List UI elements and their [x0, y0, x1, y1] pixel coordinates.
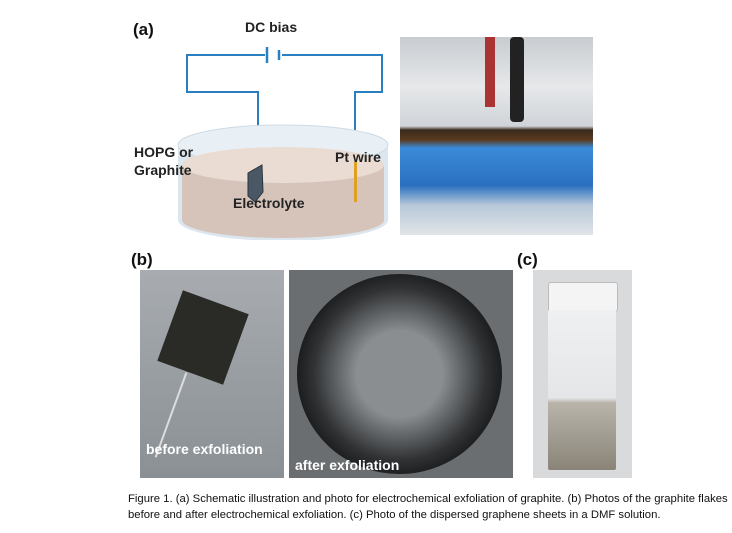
caption-line-2: before and after electrochemical exfolia… — [128, 509, 661, 521]
dc-bias-label: DC bias — [245, 19, 298, 35]
after-exfoliation-label: after exfoliation — [295, 457, 400, 473]
electrochemical-cell-schematic — [177, 47, 389, 240]
caption-line-1: Figure 1. (a) Schematic illustration and… — [128, 493, 728, 505]
figure-caption: Figure 1. (a) Schematic illustration and… — [128, 491, 732, 523]
beaker-photo — [400, 37, 593, 235]
hopg-label-line2: Graphite — [134, 162, 192, 178]
pt-wire-label: Pt wire — [335, 149, 381, 165]
panel-c-label: (c) — [517, 250, 538, 269]
vial-body — [548, 310, 616, 470]
graphite-electrode — [247, 164, 264, 203]
hopg-label-line1: HOPG or — [134, 144, 194, 160]
circuit-wire — [186, 54, 265, 140]
electrode-clip — [510, 37, 524, 122]
panel-a-label: (a) — [133, 20, 154, 39]
electrode-clip-red — [485, 37, 495, 107]
dish — [297, 274, 502, 474]
after-exfoliation-photo: after exfoliation — [289, 270, 513, 478]
before-exfoliation-label: before exfoliation — [146, 441, 263, 457]
electrolyte-body — [182, 165, 384, 238]
vial-cap — [548, 282, 618, 312]
circuit-wire — [282, 54, 383, 162]
pt-wire — [354, 162, 357, 202]
electrolyte-label: Electrolyte — [233, 195, 305, 211]
dmf-vial-photo — [533, 270, 632, 478]
graphite-flake — [157, 290, 249, 385]
panel-b-label: (b) — [131, 250, 153, 269]
electrolyte-surface — [182, 147, 384, 183]
before-exfoliation-photo: before exfoliation — [140, 270, 284, 478]
